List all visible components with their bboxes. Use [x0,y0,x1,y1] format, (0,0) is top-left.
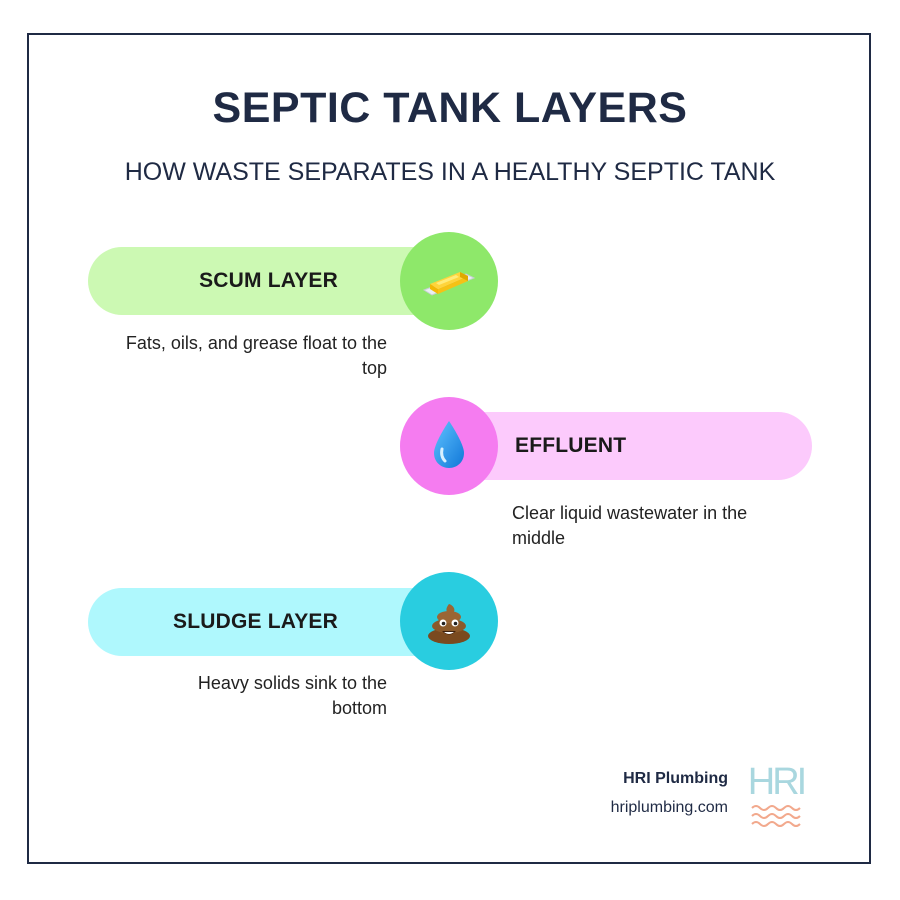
sludge-layer-pill: SLUDGE LAYER [88,588,448,656]
scum-layer-icon-circle [400,232,498,330]
sludge-layer-label: SLUDGE LAYER [173,610,338,633]
scum-layer-label: SCUM LAYER [199,269,338,292]
sludge-layer-icon-circle [400,572,498,670]
scum-layer-description: Fats, oils, and grease float to the top [125,333,387,378]
page-title: SEPTIC TANK LAYERS [212,84,688,132]
brand-name: HRI Plumbing [623,770,728,787]
infographic-frame [27,33,871,864]
page-subtitle: HOW WASTE SEPARATES IN A HEALTHY SEPTIC … [124,158,776,186]
water-droplet-icon [434,421,464,468]
effluent-label: EFFLUENT [515,434,627,457]
effluent-icon-circle [400,397,498,495]
wave-icon [751,805,801,827]
poop-icon [428,604,470,644]
hri-logo-text: HRI [747,761,807,803]
sludge-layer-description: Heavy solids sink to the bottom [197,673,387,718]
effluent-description: Clear liquid wastewater in the middle [512,503,748,548]
butter-icon [422,272,476,296]
scum-layer-pill: SCUM LAYER [88,247,448,315]
hri-logo: HRI [746,761,807,830]
brand-url[interactable]: hriplumbing.com [610,799,728,816]
